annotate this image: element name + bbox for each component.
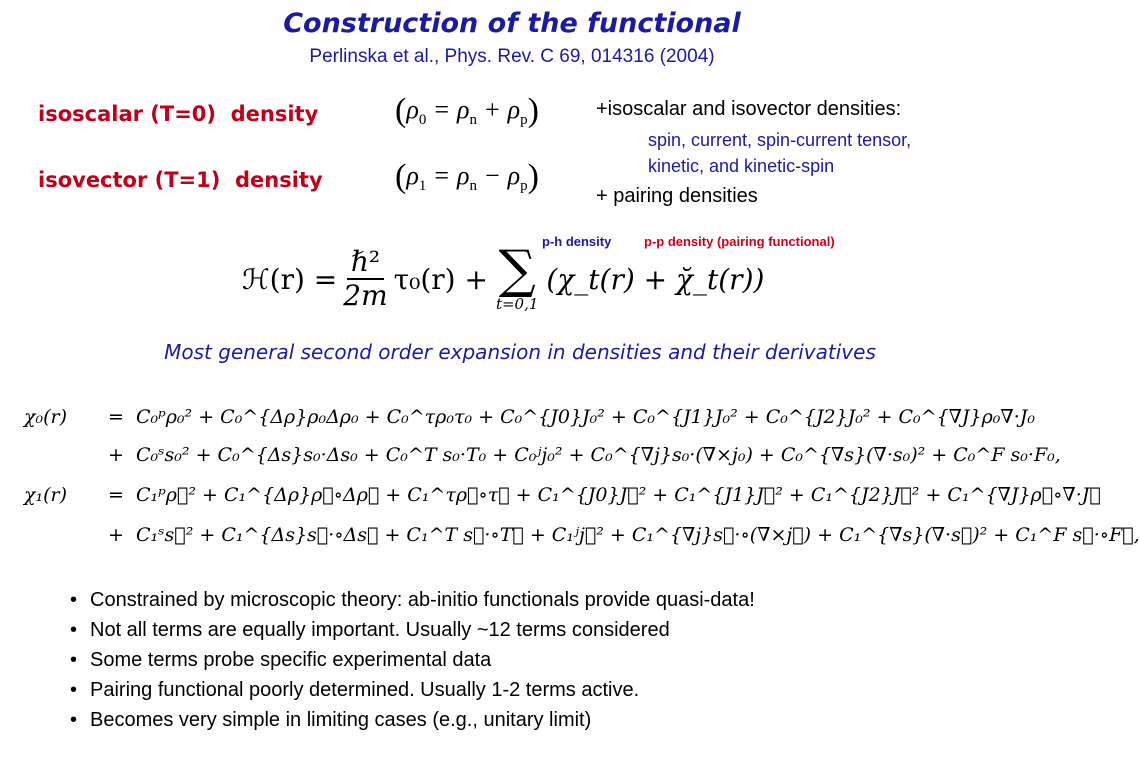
densities-note-line1: +isoscalar and isovector densities: bbox=[596, 98, 902, 120]
bullet-item: Some terms probe specific experimental d… bbox=[70, 645, 755, 675]
densities-note-line4: + pairing densities bbox=[596, 185, 758, 207]
bullet-item: Pairing functional poorly determined. Us… bbox=[70, 675, 755, 705]
isoscalar-density-equation: (ρ0=ρn+ρp) bbox=[395, 92, 539, 129]
expansion-statement: Most general second order expansion in d… bbox=[164, 340, 876, 364]
ph-density-tag: p-h density bbox=[542, 234, 612, 249]
slide-title: Construction of the functional bbox=[283, 8, 741, 39]
hamiltonian-equation: ℋ(r) = ℏ² 2m τ₀(r) + ∑ t=0,1 (χ_t(r) + χ… bbox=[242, 240, 765, 314]
sum-body: (χ_t(r) + χ̆_t(r)) bbox=[546, 263, 765, 297]
chi0-equation-line1: χ₀(r)=C₀ᵖρ₀² + C₀^{Δρ}ρ₀Δρ₀ + C₀^τρ₀τ₀ +… bbox=[24, 406, 1035, 428]
citation-subtitle: Perlinska et al., Phys. Rev. C 69, 01431… bbox=[309, 46, 715, 67]
hamiltonian-lhs: ℋ(r) = bbox=[242, 263, 338, 297]
pp-density-tag: p-p density (pairing functional) bbox=[644, 234, 835, 249]
bullet-item: Not all terms are equally important. Usu… bbox=[70, 615, 755, 645]
bullet-item: Becomes very simple in limiting cases (e… bbox=[70, 705, 755, 735]
chi1-equation-line2: +C₁ˢs⃗² + C₁^{Δs}s⃗·∘Δs⃗ + C₁^T s⃗·∘T⃗ +… bbox=[108, 524, 1140, 546]
bullet-item: Constrained by microscopic theory: ab-in… bbox=[70, 585, 755, 615]
isovector-density-equation: (ρ1=ρn−ρp) bbox=[395, 158, 539, 195]
tau-term: τ₀(r) + bbox=[393, 263, 488, 297]
densities-note-line2: spin, current, spin-current tensor, bbox=[648, 130, 912, 150]
bullet-list: Constrained by microscopic theory: ab-in… bbox=[70, 585, 755, 735]
isovector-density-label: isovector (T=1) density bbox=[38, 168, 323, 192]
densities-note-line3: kinetic, and kinetic-spin bbox=[648, 156, 835, 176]
hbar-fraction: ℏ² 2m bbox=[343, 245, 388, 312]
chi0-equation-line2: +C₀ˢs₀² + C₀^{Δs}s₀·Δs₀ + C₀^T s₀·T₀ + C… bbox=[108, 444, 1061, 466]
chi1-equation-line1: χ₁(r)=C₁ᵖρ⃗² + C₁^{Δρ}ρ⃗∘Δρ⃗ + C₁^τρ⃗∘τ⃗… bbox=[24, 484, 1101, 506]
sum-symbol: ∑ t=0,1 bbox=[495, 240, 539, 314]
isoscalar-density-label: isoscalar (T=0) density bbox=[38, 102, 319, 126]
